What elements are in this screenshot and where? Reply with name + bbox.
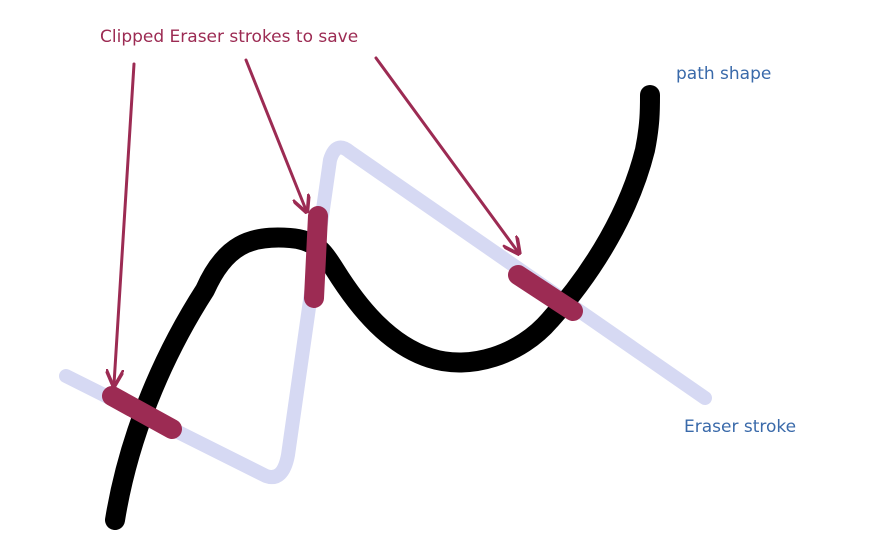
arrow-to-middle-clip <box>244 58 306 210</box>
clipped-stroke-left <box>102 386 182 439</box>
arrow-to-left-clip <box>114 62 136 384</box>
clipped-stroke-right <box>508 265 583 321</box>
path-shape-label: path shape <box>676 64 771 84</box>
arrow-to-right-clip <box>374 56 518 252</box>
eraser-stroke <box>59 140 712 484</box>
clipped-stroke-middle <box>304 206 328 308</box>
eraser-stroke-label: Eraser stroke <box>684 417 796 437</box>
path-shape <box>105 85 660 530</box>
clipped-strokes-label: Clipped Eraser strokes to save <box>100 27 358 47</box>
